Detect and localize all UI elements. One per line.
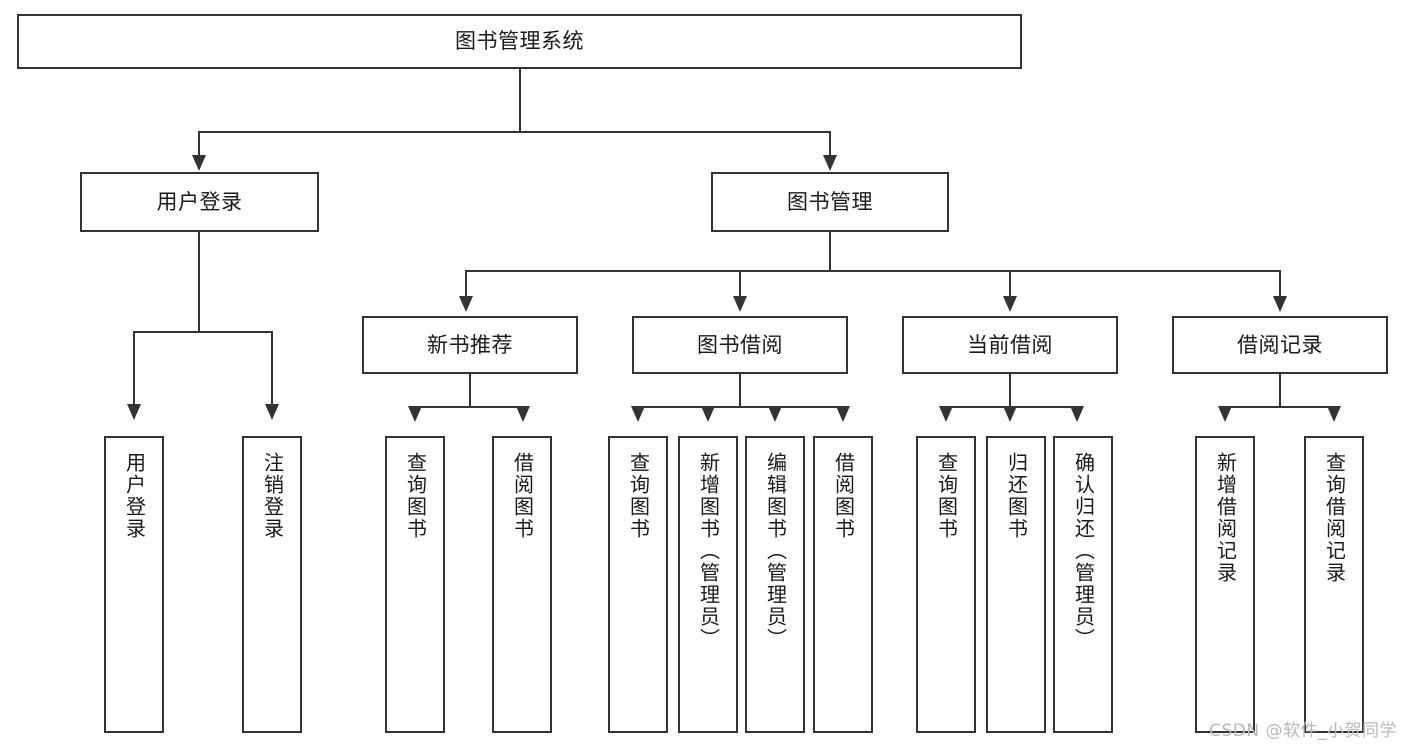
node-label: 查询图书 — [934, 452, 959, 540]
node-label: 新增借阅记录 — [1213, 452, 1238, 584]
leaf-book-borrow-borrow[interactable]: 借阅图书 — [813, 436, 873, 733]
node-label: 借阅图书 — [510, 452, 535, 540]
connector-user-login-stem — [198, 232, 200, 333]
connector-book-borrow-stem — [739, 374, 741, 408]
connector-new-book-bus — [414, 406, 524, 408]
node-borrow-record[interactable]: 借阅记录 — [1172, 316, 1388, 374]
connector-book-manage-bus — [465, 270, 1280, 272]
arrow-book-borrow-leaf-1 — [631, 406, 645, 422]
leaf-new-book-query[interactable]: 查询图书 — [385, 436, 445, 733]
leaf-current-borrow-query[interactable]: 查询图书 — [916, 436, 976, 733]
connector-borrow-record-stem — [1279, 374, 1281, 408]
watermark-text: CSDN @软件_小贺同学 — [1209, 721, 1397, 741]
node-label: 当前借阅 — [967, 332, 1053, 357]
node-label: 查询图书 — [403, 452, 428, 540]
arrow-to-current-borrow — [1003, 296, 1017, 312]
connector-to-book-manage — [829, 131, 831, 157]
node-label: 图书借阅 — [697, 332, 783, 357]
connector-root-stem — [519, 69, 521, 133]
arrow-book-borrow-leaf-2 — [701, 406, 715, 422]
node-new-book-recommend[interactable]: 新书推荐 — [362, 316, 578, 374]
connector-current-borrow-stem — [1009, 374, 1011, 408]
node-label: 注销登录 — [260, 452, 285, 540]
arrow-borrow-record-leaf-1 — [1218, 406, 1232, 422]
node-label: 新增图书（管理员） — [696, 452, 721, 650]
node-current-borrow[interactable]: 当前借阅 — [902, 316, 1118, 374]
leaf-book-borrow-query[interactable]: 查询图书 — [608, 436, 668, 733]
connector-to-current-borrow — [1009, 270, 1011, 298]
arrow-new-book-leaf-1 — [408, 406, 422, 422]
node-label: 图书管理 — [787, 189, 873, 214]
node-label: 新书推荐 — [427, 332, 513, 357]
node-book-manage[interactable]: 图书管理 — [711, 172, 949, 232]
arrow-new-book-leaf-2 — [516, 406, 530, 422]
connector-book-manage-stem — [829, 232, 831, 272]
connector-new-book-stem — [469, 374, 471, 408]
connector-borrow-record-bus — [1224, 406, 1335, 408]
connector-to-new-book — [465, 270, 467, 298]
arrow-current-borrow-leaf-2 — [1003, 406, 1017, 422]
connector-to-user-login — [198, 131, 200, 157]
leaf-new-book-borrow[interactable]: 借阅图书 — [492, 436, 552, 733]
connector-book-borrow-bus — [637, 406, 842, 408]
leaf-user-login-login[interactable]: 用户登录 — [104, 436, 164, 733]
connector-to-borrow-record — [1279, 270, 1281, 298]
node-label: 借阅图书 — [831, 452, 856, 540]
leaf-book-borrow-add[interactable]: 新增图书（管理员） — [678, 436, 738, 733]
connector-root-bus — [198, 131, 831, 133]
arrow-to-book-manage — [823, 155, 837, 171]
node-book-borrow[interactable]: 图书借阅 — [632, 316, 848, 374]
connector-user-login-leaf-1 — [133, 331, 135, 406]
leaf-user-login-logout[interactable]: 注销登录 — [242, 436, 302, 733]
arrow-to-new-book — [459, 296, 473, 312]
arrow-to-user-login — [192, 155, 206, 171]
node-user-login[interactable]: 用户登录 — [80, 172, 319, 232]
node-label: 确认归还（管理员） — [1071, 452, 1096, 650]
connector-to-book-borrow — [739, 270, 741, 298]
leaf-current-borrow-confirm[interactable]: 确认归还（管理员） — [1053, 436, 1113, 733]
node-label: 编辑图书（管理员） — [763, 452, 788, 650]
arrow-book-borrow-leaf-4 — [836, 406, 850, 422]
connector-user-login-bus — [133, 331, 271, 333]
arrow-user-login-leaf-2 — [265, 404, 279, 420]
node-label: 用户登录 — [156, 189, 243, 214]
node-label: 借阅记录 — [1237, 332, 1323, 357]
node-label: 图书管理系统 — [455, 29, 584, 54]
leaf-borrow-record-query[interactable]: 查询借阅记录 — [1304, 436, 1364, 733]
connector-user-login-leaf-2 — [271, 331, 273, 406]
arrow-borrow-record-leaf-2 — [1327, 406, 1341, 422]
node-label: 归还图书 — [1004, 452, 1029, 540]
node-label: 用户登录 — [122, 452, 147, 540]
arrow-to-borrow-record — [1273, 296, 1287, 312]
arrow-book-borrow-leaf-3 — [768, 406, 782, 422]
arrow-current-borrow-leaf-1 — [939, 406, 953, 422]
node-root-system[interactable]: 图书管理系统 — [17, 14, 1022, 69]
arrow-user-login-leaf-1 — [127, 404, 141, 420]
arrow-to-book-borrow — [733, 296, 747, 312]
leaf-book-borrow-edit[interactable]: 编辑图书（管理员） — [745, 436, 805, 733]
leaf-borrow-record-add[interactable]: 新增借阅记录 — [1195, 436, 1255, 733]
arrow-current-borrow-leaf-3 — [1070, 406, 1084, 422]
node-label: 查询借阅记录 — [1322, 452, 1347, 584]
node-label: 查询图书 — [626, 452, 651, 540]
leaf-current-borrow-return[interactable]: 归还图书 — [986, 436, 1046, 733]
